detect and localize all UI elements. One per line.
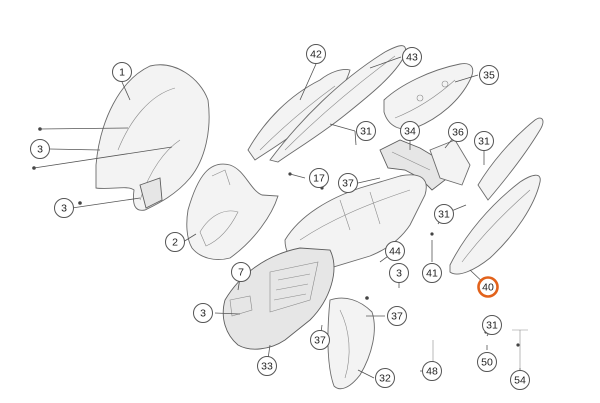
callout-number: 33 xyxy=(261,361,273,373)
callout-42: 42 xyxy=(306,44,326,64)
callout-circle xyxy=(474,131,494,151)
callout-35: 35 xyxy=(479,65,499,85)
callout-number: 50 xyxy=(481,357,493,369)
callout-circle xyxy=(231,262,251,282)
callout-number: 3 xyxy=(396,268,402,280)
callout-number: 3 xyxy=(61,203,67,215)
callout-number: 44 xyxy=(389,246,401,258)
callout-number: 37 xyxy=(391,311,403,323)
callout-37: 37 xyxy=(338,173,358,193)
callout-circle xyxy=(193,303,213,323)
callout-number: 35 xyxy=(483,70,495,82)
callout-33: 33 xyxy=(257,356,277,376)
callout-number: 2 xyxy=(172,237,178,249)
callout-number: 48 xyxy=(426,366,438,378)
callout-32: 32 xyxy=(375,368,395,388)
callout-number: 7 xyxy=(238,267,244,279)
callout-54: 54 xyxy=(510,370,530,390)
callout-number: 43 xyxy=(406,52,418,64)
cover-36-part xyxy=(429,139,471,186)
callout-number: 34 xyxy=(404,126,416,138)
callout-circle xyxy=(257,356,277,376)
callout-41: 41 xyxy=(422,263,442,283)
callout-number: 1 xyxy=(119,67,125,79)
callout-number: 37 xyxy=(342,178,354,190)
callout-number: 54 xyxy=(514,375,526,387)
callout-44: 44 xyxy=(385,241,405,261)
callout-31: 31 xyxy=(474,131,494,151)
callout-circle xyxy=(477,276,499,298)
callout-circle xyxy=(400,121,420,141)
callout-circle xyxy=(402,47,422,67)
callout-31: 31 xyxy=(356,121,376,141)
callout-3: 3 xyxy=(54,198,74,218)
callout-circle xyxy=(356,121,376,141)
windshield-part xyxy=(95,64,210,211)
callout-circle xyxy=(479,65,499,85)
callout-17: 17 xyxy=(309,168,329,188)
callout-number: 31 xyxy=(486,320,498,332)
tail-strip-part xyxy=(477,117,544,201)
callout-3: 3 xyxy=(193,303,213,323)
callout-circle xyxy=(310,330,330,350)
callout-circle xyxy=(448,122,468,142)
callout-40-highlighted: 40 xyxy=(477,276,499,298)
callout-2: 2 xyxy=(165,232,185,252)
callout-circle xyxy=(309,168,329,188)
callout-number: 41 xyxy=(426,268,438,280)
callout-circle xyxy=(54,198,74,218)
callout-number: 40 xyxy=(482,282,494,294)
callout-circle xyxy=(422,361,442,381)
callout-number: 36 xyxy=(452,127,464,139)
headlight-mask-part xyxy=(186,163,279,260)
tank-cover-35-part xyxy=(383,63,474,130)
callout-31: 31 xyxy=(482,315,502,335)
callout-circle xyxy=(385,241,405,261)
callout-circle xyxy=(510,370,530,390)
callout-circle xyxy=(338,173,358,193)
callout-circle xyxy=(434,204,454,224)
callout-36: 36 xyxy=(448,122,468,142)
callout-3: 3 xyxy=(30,139,50,159)
callout-37: 37 xyxy=(387,306,407,326)
callout-50: 50 xyxy=(477,352,497,372)
callout-circle xyxy=(112,62,132,82)
callout-circle xyxy=(387,306,407,326)
callout-circle xyxy=(165,232,185,252)
callout-circle xyxy=(482,315,502,335)
callout-circle xyxy=(306,44,326,64)
callout-circle xyxy=(422,263,442,283)
callout-circle xyxy=(375,368,395,388)
callout-3: 3 xyxy=(389,263,409,283)
callout-1: 1 xyxy=(112,62,132,82)
callout-37: 37 xyxy=(310,330,330,350)
callout-circle xyxy=(30,139,50,159)
callout-number: 17 xyxy=(313,173,325,185)
callout-31: 31 xyxy=(434,204,454,224)
rear-side-cover-40-part xyxy=(449,174,541,275)
callout-number: 31 xyxy=(478,136,490,148)
callout-number: 37 xyxy=(314,335,326,347)
callout-43: 43 xyxy=(402,47,422,67)
callout-number: 42 xyxy=(310,49,322,61)
mudguard-32-part xyxy=(327,297,375,390)
callout-circle xyxy=(477,352,497,372)
callout-48: 48 xyxy=(422,361,442,381)
callout-number: 3 xyxy=(37,144,43,156)
callout-number: 31 xyxy=(360,126,372,138)
callout-number: 31 xyxy=(438,209,450,221)
callout-number: 32 xyxy=(379,373,391,385)
callout-number: 3 xyxy=(200,308,206,320)
callout-circle xyxy=(389,263,409,283)
callout-7: 7 xyxy=(231,262,251,282)
callout-34: 34 xyxy=(400,121,420,141)
